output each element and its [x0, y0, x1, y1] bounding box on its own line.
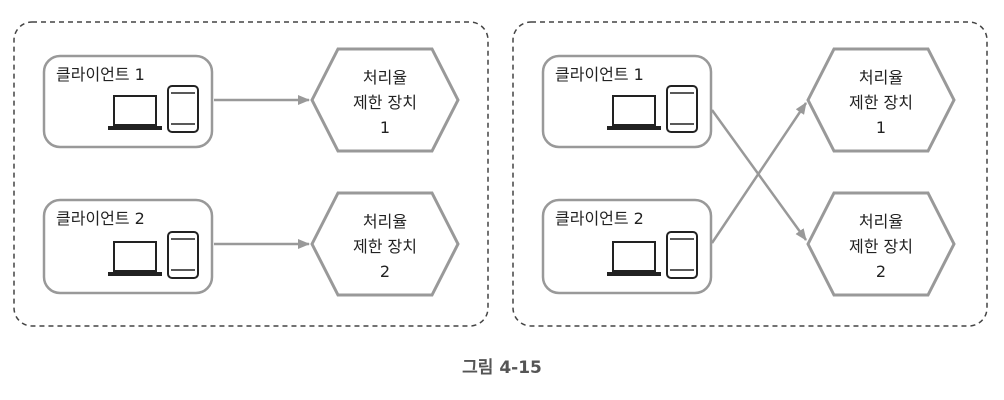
- panel-right: 클라이언트 1 클라이언트 2: [512, 21, 988, 327]
- rate-limiter-1-hexagon: [806, 47, 956, 153]
- client-box-2-border: [541, 198, 713, 295]
- figure-caption: 그림 4-15: [462, 358, 542, 378]
- rate-limiter-2-line1: 처리율: [363, 212, 407, 231]
- rate-limiter-2: 처리율 제한 장치 2: [806, 191, 956, 297]
- client-box-2: 클라이언트 2: [42, 198, 214, 295]
- rate-limiter-2-line1: 처리율: [859, 212, 903, 231]
- panel-left: 클라이언트 1 클라이언트 2: [13, 21, 489, 327]
- rate-limiter-2-line3: 2: [380, 262, 390, 281]
- smartphone-icon: [666, 231, 698, 279]
- rate-limiter-2-line2: 제한 장치: [849, 237, 913, 256]
- rate-limiter-1: 처리율 제한 장치 1: [806, 47, 956, 153]
- client-box-2: 클라이언트 2: [541, 198, 713, 295]
- rate-limiter-2-line3: 2: [876, 262, 886, 281]
- rate-limiter-1-line2: 제한 장치: [353, 93, 417, 112]
- arrow-client2-to-limiter1: [710, 102, 808, 244]
- smartphone-icon: [167, 85, 199, 133]
- client-box-1-border: [42, 54, 214, 149]
- rate-limiter-1-line1: 처리율: [363, 68, 407, 87]
- client-label-1: 클라이언트 1: [56, 65, 145, 84]
- smartphone-icon: [167, 231, 199, 279]
- rate-limiter-2-line2: 제한 장치: [353, 237, 417, 256]
- client-label-1: 클라이언트 1: [555, 65, 644, 84]
- smartphone-icon: [666, 85, 698, 133]
- rate-limiter-2-hexagon: [310, 191, 460, 297]
- client-label-2: 클라이언트 2: [56, 209, 145, 228]
- client-label-2: 클라이언트 2: [555, 209, 644, 228]
- rate-limiter-2-hexagon: [806, 191, 956, 297]
- client-box-1: 클라이언트 1: [42, 54, 214, 149]
- rate-limiter-1-line2: 제한 장치: [849, 93, 913, 112]
- laptop-icon: [607, 241, 661, 276]
- rate-limiter-1-line3: 1: [380, 118, 390, 137]
- panel-left-dashed-border: [13, 21, 489, 327]
- client-box-1-border: [541, 54, 713, 149]
- rate-limiter-1-hexagon: [310, 47, 460, 153]
- panel-right-dashed-border: [512, 21, 988, 327]
- laptop-icon: [108, 95, 162, 130]
- rate-limiter-1-line1: 처리율: [859, 68, 903, 87]
- client-box-2-border: [42, 198, 214, 295]
- rate-limiter-1-line3: 1: [876, 118, 886, 137]
- client-box-1: 클라이언트 1: [541, 54, 713, 149]
- rate-limiter-1: 처리율 제한 장치 1: [310, 47, 460, 153]
- laptop-icon: [607, 95, 661, 130]
- rate-limiter-2: 처리율 제한 장치 2: [310, 191, 460, 297]
- laptop-icon: [108, 241, 162, 276]
